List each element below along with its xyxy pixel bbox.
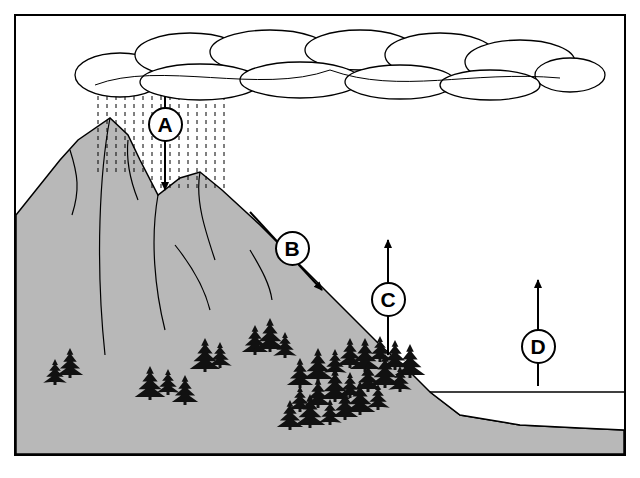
callout-circle: B xyxy=(275,231,310,266)
callout-letter: D xyxy=(530,336,545,357)
shore xyxy=(430,392,624,430)
lake xyxy=(430,392,624,430)
callout-circle: D xyxy=(521,329,556,364)
frame xyxy=(15,15,625,455)
trees xyxy=(43,318,425,430)
rain xyxy=(98,96,224,190)
callout-circle: C xyxy=(371,282,406,317)
runoff-arrow xyxy=(250,212,322,290)
ridge-lines xyxy=(70,118,272,355)
cloud-detail xyxy=(95,70,560,85)
callout-circle: A xyxy=(148,107,183,142)
lake-surface xyxy=(430,391,624,393)
process-arrows xyxy=(165,96,538,386)
callout-letter: B xyxy=(284,238,299,259)
callout-letter: A xyxy=(157,114,172,135)
clouds xyxy=(75,30,605,100)
callout-letter: C xyxy=(380,289,395,310)
